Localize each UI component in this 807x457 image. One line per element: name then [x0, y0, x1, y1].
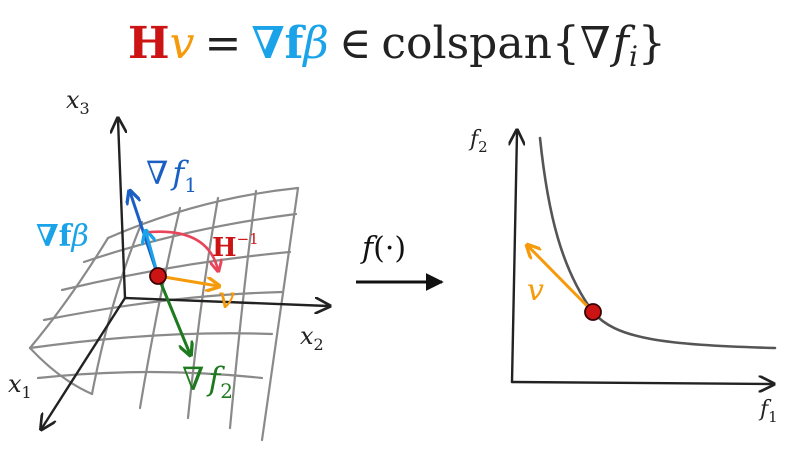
svg-text:Hv=∇fβ∈colspan{∇fi}: Hv=∇fβ∈colspan{∇fi}	[128, 18, 666, 73]
eq-beta: β	[301, 18, 328, 69]
x2-axis	[123, 296, 328, 306]
grad-f2-vector	[156, 274, 190, 354]
right-axes	[512, 132, 772, 384]
x1-axis	[42, 296, 127, 428]
label-grad-f1: ∇f1	[146, 154, 197, 197]
label-grad-f2: ∇f2	[182, 360, 233, 403]
eq-equals: =	[204, 18, 241, 69]
label-v-left: v	[218, 281, 235, 316]
label-v-right: v	[527, 273, 544, 308]
eq-lbrace: {	[552, 18, 580, 69]
label-f2: f2	[468, 127, 488, 156]
eq-nabla-f: ∇f	[251, 18, 306, 69]
f1-axis	[510, 382, 772, 384]
label-f1: f1	[758, 397, 778, 426]
label-x1: x1	[8, 370, 32, 402]
pareto-curve	[538, 136, 777, 350]
label-mapping: f(·)	[360, 231, 406, 266]
eq-v: v	[170, 18, 195, 69]
left-axes	[42, 120, 328, 428]
hinv-arc	[148, 230, 218, 270]
point-left	[149, 267, 167, 285]
eq-rbrace: }	[638, 18, 666, 69]
eq-colspan: colspan	[381, 18, 552, 69]
eq-in: ∈	[339, 18, 372, 69]
label-x2: x2	[300, 322, 324, 354]
label-x3: x3	[66, 86, 90, 118]
eq-nabla: ∇	[580, 18, 611, 69]
x3-axis	[118, 120, 125, 300]
point-right	[584, 303, 602, 321]
mapping-arrow: f(·)	[356, 231, 444, 291]
v-vector-right	[528, 246, 595, 314]
equation: Hv=∇fβ∈colspan{∇fi}	[128, 18, 666, 73]
surface-mesh	[28, 186, 300, 442]
eq-sub-i: i	[629, 40, 638, 73]
f2-axis	[512, 132, 517, 384]
label-hinv: H−1	[212, 230, 259, 263]
v-vector-left	[156, 274, 218, 286]
eq-H: H	[128, 18, 170, 69]
label-grad-f-beta: ∇fβ	[36, 219, 89, 254]
